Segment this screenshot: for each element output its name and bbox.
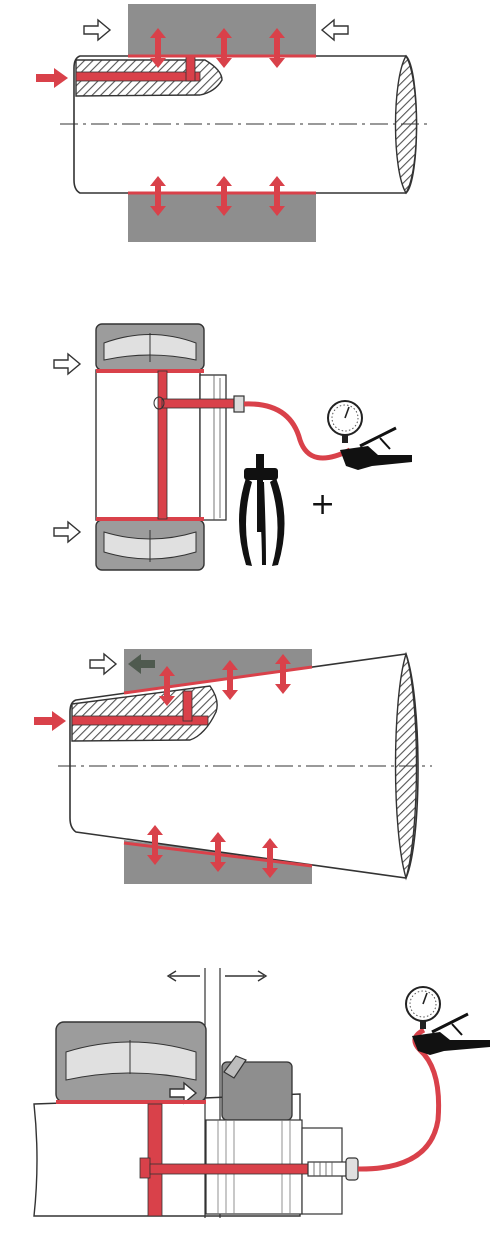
- panel-1-cylindrical-shaft: [36, 4, 432, 242]
- panel-1-push-arrow-icon: [83, 19, 111, 41]
- panel-1-oil-inlet-arrow-icon: [36, 68, 68, 88]
- panel-2-nut: [199, 374, 227, 521]
- panel-2-oil-duct-axial: [161, 398, 237, 409]
- panel-4-displacement-arrow-icon: [166, 970, 268, 982]
- panel-1-push-arrow-icon: [321, 19, 349, 41]
- panel-3-push-arrow-icon: [89, 653, 117, 675]
- panel-3-dark-arrow-icon: [128, 654, 155, 674]
- panel-2-pressure-gauge-icon: [327, 400, 363, 444]
- panel-4-hand-pump-icon: [412, 1012, 490, 1055]
- panel-3-oil-duct-axial: [71, 715, 209, 726]
- panel-2-hand-pump-icon: [340, 426, 412, 470]
- panel-2-plus-sign: +: [310, 487, 335, 522]
- panel-3-cutaway: [71, 685, 218, 742]
- panel-2-oil-duct-radial: [157, 370, 168, 520]
- panel-4-pressure-gauge-icon: [405, 986, 441, 1030]
- panel-2-fitting: [233, 395, 245, 413]
- panel-1-oil-duct-axial: [75, 71, 201, 82]
- panel-2-bearing-dismounting: +: [53, 323, 412, 571]
- panel-4-oil-duct-axial: [149, 1163, 309, 1175]
- panel-2-push-arrow-icon: [53, 353, 81, 375]
- panel-4-nut-flange: [223, 1055, 247, 1079]
- panel-2-push-arrow-icon: [53, 521, 81, 543]
- panel-2-sleeve: [95, 369, 201, 521]
- panel-4-roller: [65, 1041, 197, 1081]
- panel-3-oil-inlet-arrow-icon: [34, 711, 66, 731]
- panel-1-oil-duct-radial: [185, 55, 196, 82]
- panel-3-tapered-shaft: [34, 649, 432, 884]
- panel-2-puller-icon: [239, 454, 285, 566]
- panel-2-hose: [243, 401, 352, 461]
- panel-3-oil-duct-radial: [182, 690, 193, 722]
- panel-4-hydraulic-nut-mounting: [33, 968, 490, 1218]
